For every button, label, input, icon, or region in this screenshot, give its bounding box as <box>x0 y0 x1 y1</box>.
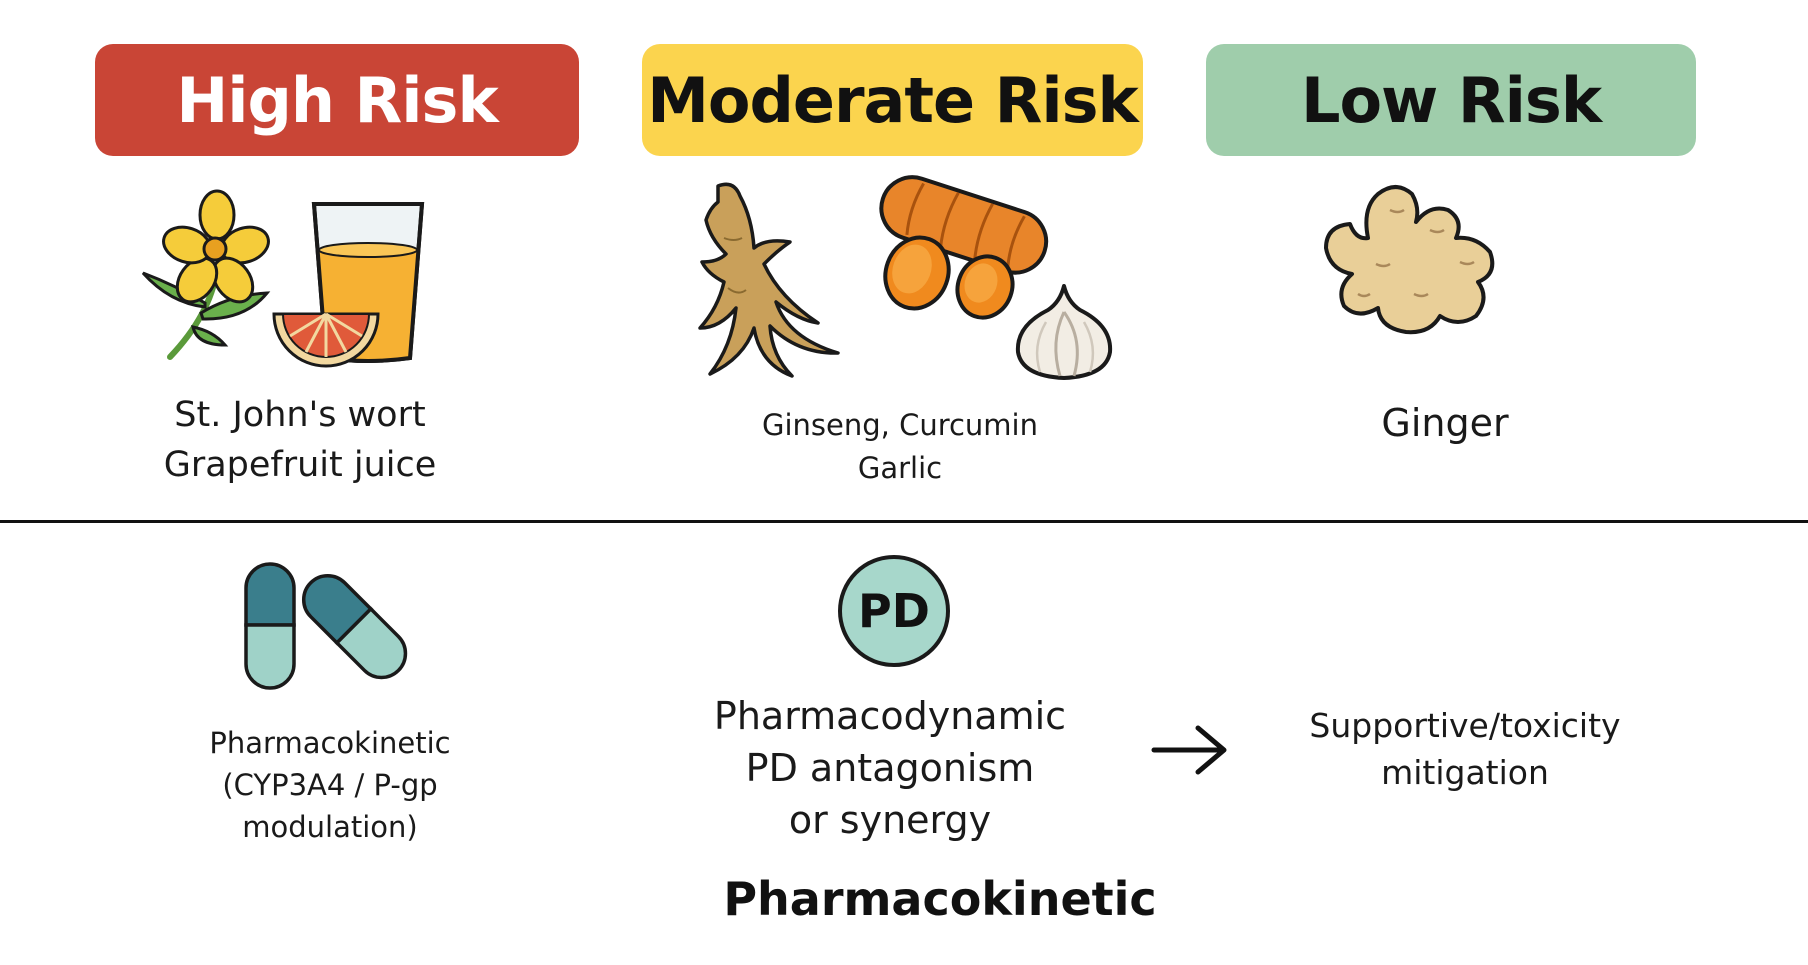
pd-line: PD antagonism <box>745 746 1035 790</box>
low-risk-item: Ginger <box>1381 401 1509 445</box>
moderate-risk-banner: Moderate Risk <box>642 44 1143 156</box>
pd-badge-icon: PD <box>838 555 950 667</box>
supportive-line: Supportive/toxicity <box>1309 706 1621 745</box>
moderate-risk-item: Ginseng, Curcumin <box>761 408 1038 442</box>
moderate-risk-caption: Ginseng, Curcumin Garlic <box>700 404 1100 490</box>
turmeric-root-icon <box>879 175 1049 320</box>
low-risk-caption: Ginger <box>1290 398 1600 448</box>
high-risk-item: St. John's wort <box>174 395 426 435</box>
arrow-right-icon <box>1151 725 1227 775</box>
high-risk-item: Grapefruit juice <box>163 445 437 485</box>
supportive-caption: Supportive/toxicity mitigation <box>1270 702 1660 796</box>
section-divider <box>0 520 1808 523</box>
supportive-line: mitigation <box>1381 753 1549 792</box>
capsule-icon <box>244 562 408 690</box>
high-risk-banner: High Risk <box>95 44 579 156</box>
pd-line: or synergy <box>788 798 992 842</box>
high-risk-caption: St. John's wort Grapefruit juice <box>120 390 480 490</box>
moderate-risk-item: Garlic <box>857 451 943 485</box>
ginger-root-icon <box>1324 185 1495 335</box>
pharmacodynamic-caption: Pharmacodynamic PD antagonism or synergy <box>680 690 1100 846</box>
flower-icon <box>141 189 271 360</box>
low-risk-banner: Low Risk <box>1206 44 1696 156</box>
pharmacokinetic-caption: Pharmacokinetic (CYP3A4 / P-gp modulatio… <box>160 722 500 848</box>
pk-line: Pharmacokinetic <box>209 726 451 760</box>
pk-line: modulation) <box>242 810 418 844</box>
pd-line: Pharmacodynamic <box>713 694 1067 738</box>
ginseng-root-icon <box>698 182 840 378</box>
grapefruit-slice-icon <box>272 312 380 368</box>
pd-badge-text: PD <box>858 584 930 638</box>
footer-label: Pharmacokinetic <box>723 872 1157 926</box>
garlic-bulb-icon <box>1015 284 1113 380</box>
pk-line: (CYP3A4 / P-gp <box>222 768 438 802</box>
